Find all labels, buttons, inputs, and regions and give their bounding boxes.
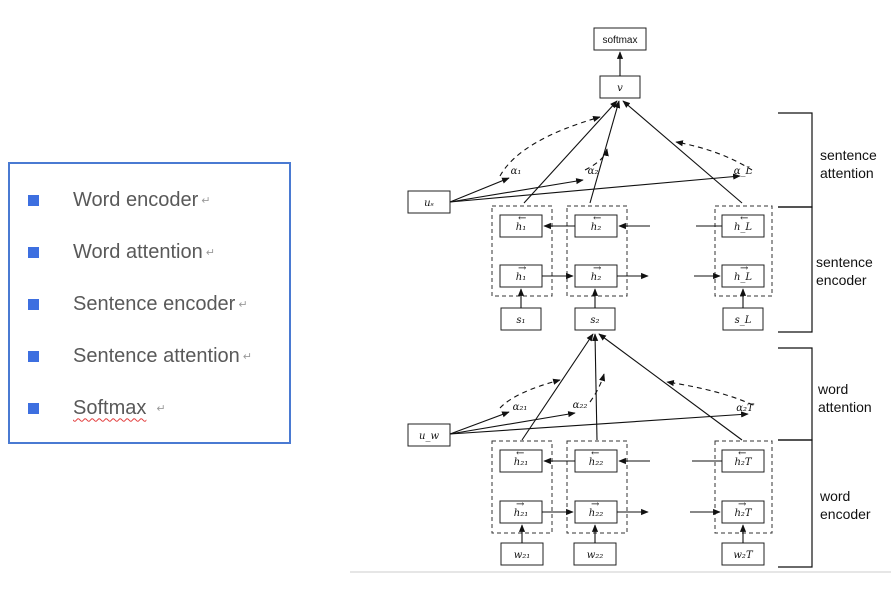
sent-hback-L: h_L [734,222,752,233]
softmax-node [593,27,647,51]
word-hfwd-2T: h₂T [734,508,752,519]
side-label-word-attention-1: word [817,381,848,397]
word-hfwd-21: h₂₁ [514,508,528,519]
alpha-21-label: α₂₁ [513,402,528,413]
bracket-word-encoder [778,439,813,568]
legend-item-word-attention: Word attention ↵ [28,240,215,264]
legend-item-word-encoder: Word encoder ↵ [28,188,210,212]
svg-text:→: → [591,499,600,510]
legend-label: Sentence attention [73,344,240,367]
word-hfwd-22: h₂₂ [589,508,603,519]
svg-text:←: ← [593,213,601,224]
svg-text:→: → [593,263,602,274]
alpha-1-label: α₁ [511,166,522,177]
svg-text:→: → [740,263,749,274]
svg-text:←: ← [518,213,526,224]
svg-text:→: → [516,499,525,510]
uw-label: u_w [419,431,439,442]
svg-text:←: ← [516,448,524,459]
legend-item-sentence-encoder: Sentence encoder ↵ [28,292,248,316]
svg-text:→: → [738,499,747,510]
paragraph-mark: ↵ [205,245,215,259]
word-hback-22: h₂₂ [589,457,603,468]
us-label: uₛ [424,198,434,209]
side-label-sentence-encoder-1: sentence [816,254,873,270]
alpha-L-label: α_L [734,166,753,177]
side-label-word-attention-2: attention [818,399,872,415]
word-input-21: w₂₁ [514,550,531,561]
sent-input-L: s_L [735,315,752,326]
legend-label: Softmax [73,396,147,419]
square-bullet-icon [28,402,39,414]
sent-hback-2: h₂ [591,222,601,233]
legend-item-sentence-attention: Sentence attention ↵ [28,344,252,368]
word-hback-2T: h₂T [734,457,752,468]
sent-hback-1: h₁ [516,222,526,233]
paragraph-mark: ↵ [242,349,253,363]
side-label-word-encoder-1: word [819,488,850,504]
alpha-2T-label: α₂T [736,403,755,414]
side-label-sentence-attention-2: attention [820,165,874,181]
sent-hfwd-L: h_L [734,272,752,283]
sent-hfwd-2: h₂ [591,272,601,283]
word-input-22: w₂₂ [587,550,604,561]
paragraph-mark: ↵ [201,193,211,207]
svg-text:←: ← [738,448,746,459]
square-bullet-icon [28,246,39,258]
sent-input-1: s₁ [516,315,525,326]
side-label-word-encoder-2: encoder [820,506,871,522]
legend-box: Word encoder ↵ Word attention ↵ Sentence… [8,162,291,444]
alpha-2-label: α₂ [588,166,599,177]
legend-label: Sentence encoder [73,292,236,315]
word-input-2T: w₂T [733,550,754,561]
legend-label: Word encoder [73,188,199,211]
paragraph-mark: ↵ [156,401,166,415]
legend-label: Word attention [73,240,203,263]
square-bullet-icon [28,194,39,206]
alpha-22-label: α₂₂ [573,400,588,411]
legend-item-softmax: Softmax ↵ [28,396,166,420]
svg-text:←: ← [740,213,748,224]
svg-text:→: → [518,263,527,274]
v-label: v [617,83,623,94]
word-hback-21: h₂₁ [514,457,528,468]
side-label-sentence-attention-1: sentence [820,147,877,163]
bracket-sentence-encoder [778,206,813,333]
square-bullet-icon [28,298,39,310]
sent-input-2: s₂ [590,315,599,326]
svg-text:←: ← [591,448,599,459]
square-bullet-icon [28,350,39,362]
sent-hfwd-1: h₁ [516,272,526,283]
side-label-sentence-encoder-2: encoder [816,272,867,288]
paragraph-mark: ↵ [238,297,248,311]
uw-node [407,423,451,447]
softmax-label: softmax [602,35,637,46]
